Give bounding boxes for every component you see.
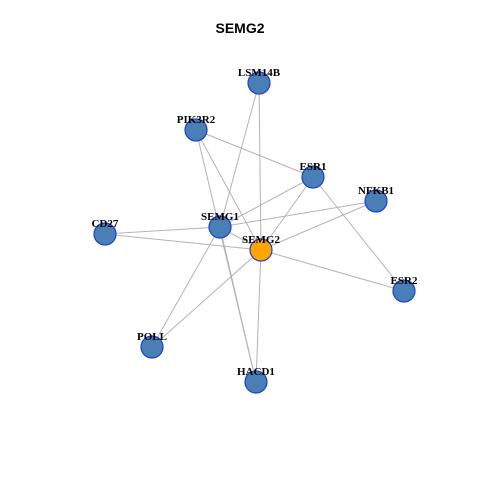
node-label: LSM14B <box>238 67 281 79</box>
edge-semg2-hacd1 <box>255 249 262 383</box>
node-circle[interactable] <box>140 335 164 359</box>
edge-nfkb1-semg1 <box>219 200 377 228</box>
node-label: NFKB1 <box>358 185 394 197</box>
node-circle[interactable] <box>184 118 208 142</box>
node-cd27[interactable]: CD27 <box>92 218 119 246</box>
edge-semg1-poll <box>151 226 221 348</box>
node-label: SEMG2 <box>242 234 280 246</box>
edge-lsm14b-semg2 <box>258 82 262 251</box>
edge-lsm14b-semg1 <box>219 82 260 228</box>
node-label: PIK3R2 <box>177 114 216 126</box>
node-label: CD27 <box>92 218 119 230</box>
node-circle[interactable] <box>249 238 273 262</box>
node-circle[interactable] <box>247 71 271 95</box>
node-circle[interactable] <box>364 189 388 213</box>
node-semg2[interactable]: SEMG2 <box>242 234 280 262</box>
edge-semg2-poll <box>151 249 262 348</box>
edge-semg1-hacd1 <box>219 226 257 383</box>
node-circle[interactable] <box>392 279 416 303</box>
node-pik3r2[interactable]: PIK3R2 <box>177 114 216 142</box>
node-esr2[interactable]: ESR2 <box>391 275 418 303</box>
node-esr1[interactable]: ESR1 <box>300 161 327 189</box>
edge-cd27-semg2 <box>104 233 262 251</box>
node-hacd1[interactable]: HACD1 <box>237 366 275 394</box>
node-poll[interactable]: POLL <box>137 331 167 359</box>
node-label: ESR2 <box>391 275 418 287</box>
edge-pik3r2-esr1 <box>195 129 314 178</box>
edge-semg2-esr2 <box>260 249 405 292</box>
graph-title: SEMG2 <box>215 20 265 36</box>
node-label: HACD1 <box>237 366 275 378</box>
edge-cd27-semg1 <box>104 226 221 235</box>
node-circle[interactable] <box>208 215 232 239</box>
node-label: ESR1 <box>300 161 327 173</box>
edge-esr1-semg1 <box>219 176 314 228</box>
edge-nfkb1-semg2 <box>260 200 377 251</box>
node-nfkb1[interactable]: NFKB1 <box>358 185 394 213</box>
node-circle[interactable] <box>93 222 117 246</box>
node-circle[interactable] <box>244 370 268 394</box>
node-label: SEMG1 <box>201 211 239 223</box>
edge-pik3r2-semg2 <box>195 129 262 251</box>
node-circle[interactable] <box>301 165 325 189</box>
edge-esr1-esr2 <box>312 176 405 292</box>
node-label: POLL <box>137 331 167 343</box>
edge-esr1-semg2 <box>260 176 314 251</box>
node-semg1[interactable]: SEMG1 <box>201 211 239 239</box>
node-lsm14b[interactable]: LSM14B <box>238 67 281 95</box>
